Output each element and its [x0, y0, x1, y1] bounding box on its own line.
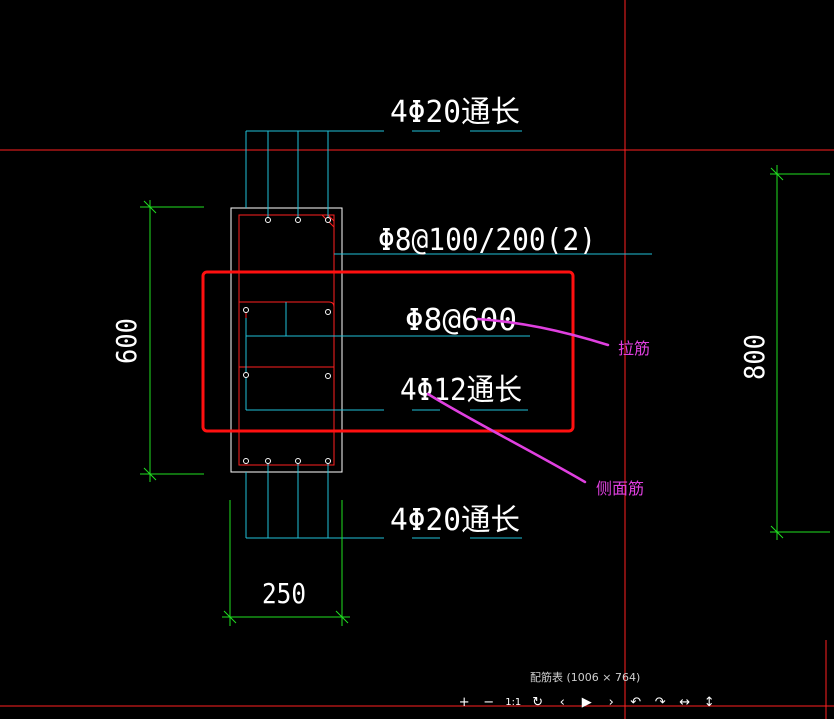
annotation-side-stroke	[426, 392, 587, 484]
stirrup-label: Φ8@100/200(2)	[378, 223, 596, 258]
side-rebar-label: 4Φ12通长	[400, 373, 522, 408]
dim-width-bottom	[222, 500, 350, 626]
play-button[interactable]: ▶	[581, 694, 592, 710]
rotate-right-button[interactable]: ↷	[654, 694, 666, 710]
tie-leader	[246, 302, 530, 337]
image-caption: 配筋表 (1006 × 764)	[530, 671, 641, 684]
beam-section-outline	[230, 207, 343, 473]
dim-width-value: 250	[262, 577, 306, 610]
rotate-left-button[interactable]: ↶	[630, 694, 642, 710]
dim-height-left	[140, 200, 204, 482]
rebar-dots	[243, 217, 331, 464]
bottom-rebar-leaders	[245, 462, 522, 539]
flip-horizontal-button[interactable]: ↔	[679, 694, 691, 710]
annotation-side-label: 侧面筋	[596, 479, 644, 498]
dim-height-left-value: 600	[110, 318, 143, 364]
zoom-in-button[interactable]: +	[458, 694, 470, 710]
next-button[interactable]: ›	[608, 694, 614, 710]
refresh-button[interactable]: ↻	[532, 694, 544, 710]
viewer-toolbar: +−1:1 ↻ ‹ ▶ › ↶ ↷ ↔ ↕	[452, 691, 722, 713]
bottom-rebar-label: 4Φ20通长	[390, 503, 520, 538]
flip-vertical-button[interactable]: ↕	[703, 694, 715, 710]
side-rebar-leader	[245, 318, 528, 411]
previous-button[interactable]: ‹	[559, 694, 565, 710]
zoom-out-button[interactable]: −	[483, 694, 495, 710]
dim-height-right-value: 800	[738, 334, 771, 380]
dim-height-right	[770, 165, 830, 540]
stirrup-outer	[238, 214, 335, 466]
annotation-tie-label: 拉筋	[618, 339, 650, 358]
annotation-tie-stroke	[476, 317, 610, 347]
actual-size-button[interactable]: 1:1	[505, 696, 522, 708]
top-rebar-leaders	[245, 130, 522, 220]
highlight-box	[201, 270, 575, 433]
top-rebar-label: 4Φ20通长	[390, 95, 520, 130]
